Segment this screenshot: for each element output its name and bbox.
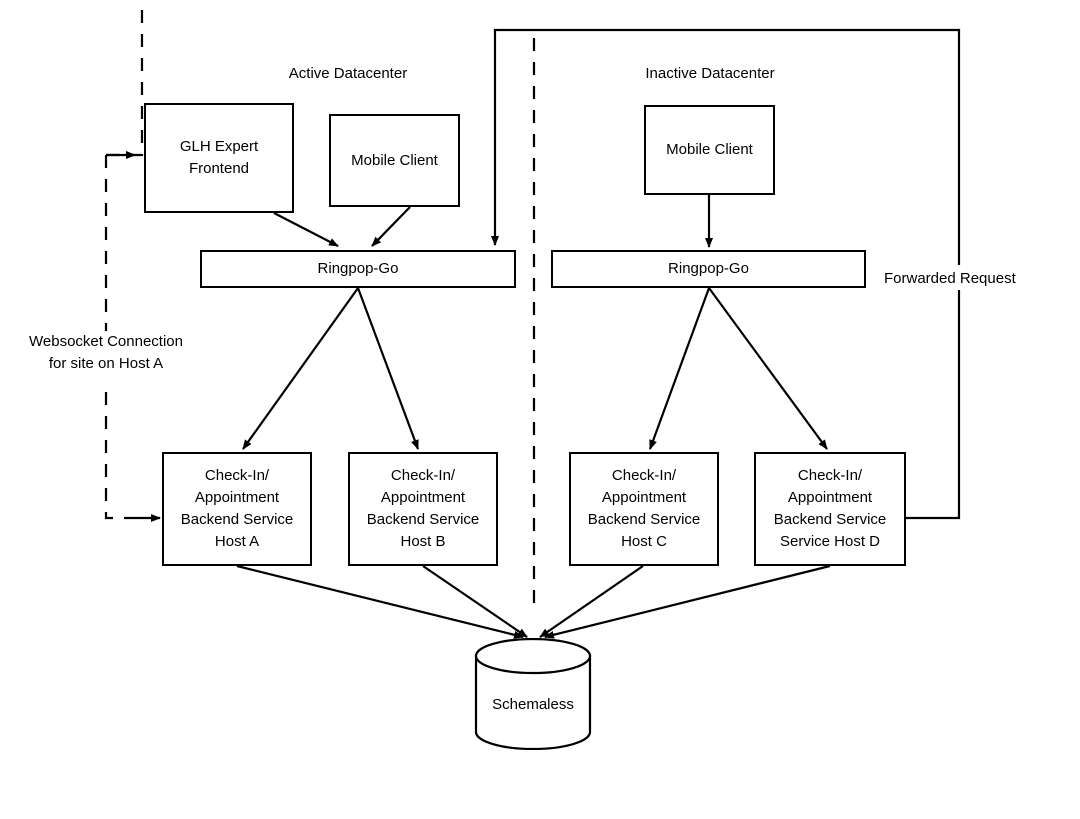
host-d-line1: Check-In/ xyxy=(797,467,863,484)
edge-host-d-to-database xyxy=(544,564,831,639)
glh-expert-frontend-line1: GLH Expert xyxy=(179,138,259,155)
host-c-line4: Host C xyxy=(621,533,667,550)
edge-forwarded-request xyxy=(491,28,961,520)
host-d-line2: Appointment xyxy=(787,489,873,506)
host-d-line3: Backend Service xyxy=(773,511,887,528)
ringpop-go-inactive-label: Ringpop-Go xyxy=(668,260,749,277)
mobile-client-active-label: Mobile Client xyxy=(351,151,438,169)
host-b-line2: Appointment xyxy=(380,489,466,506)
ringpop-go-active-label: Ringpop-Go xyxy=(317,260,399,277)
edge-ringpop-inactive-to-host-d xyxy=(708,287,828,450)
database-cylinder-icon xyxy=(474,637,592,751)
host-c-line2: Appointment xyxy=(601,489,687,506)
node-backend-service-host-d[interactable]: Check-In/ Appointment Backend Service Se… xyxy=(754,452,906,566)
edge-websocket-connection xyxy=(104,0,161,522)
node-ringpop-go-active[interactable]: Ringpop-Go xyxy=(200,250,516,288)
host-b-line1: Check-In/ xyxy=(390,467,456,484)
host-a-line1: Check-In/ xyxy=(204,467,270,484)
host-b-line3: Backend Service xyxy=(366,511,480,528)
edge-host-b-to-database xyxy=(422,565,528,638)
node-backend-service-host-c[interactable]: Check-In/ Appointment Backend Service Ho… xyxy=(569,452,719,566)
edge-glh-to-ringpop xyxy=(273,212,339,247)
node-database-schemaless[interactable]: Schemaless xyxy=(474,637,592,751)
node-glh-expert-frontend[interactable]: GLH Expert Frontend xyxy=(144,103,294,213)
edge-mobile-active-to-ringpop xyxy=(371,206,411,247)
edge-ringpop-active-to-host-a xyxy=(242,287,359,450)
node-backend-service-host-a[interactable]: Check-In/ Appointment Backend Service Ho… xyxy=(162,452,312,566)
inactive-datacenter-title: Inactive Datacenter xyxy=(645,65,775,82)
host-c-line3: Backend Service xyxy=(587,511,701,528)
host-d-line4: Service Host D xyxy=(779,533,881,550)
host-a-line3: Backend Service xyxy=(180,511,294,528)
websocket-connection-label-line1: Websocket Connection xyxy=(8,331,204,352)
node-backend-service-host-b[interactable]: Check-In/ Appointment Backend Service Ho… xyxy=(348,452,498,566)
node-mobile-client-active[interactable]: Mobile Client xyxy=(329,114,460,207)
host-a-line4: Host A xyxy=(214,533,260,550)
forwarded-request-label: Forwarded Request xyxy=(884,268,1044,289)
host-b-line4: Host B xyxy=(400,533,446,550)
edge-host-a-to-database xyxy=(236,564,524,639)
websocket-connection-label-line2: for site on Host A xyxy=(8,353,204,374)
edge-ringpop-active-to-host-b xyxy=(356,287,420,450)
mobile-client-inactive-label: Mobile Client xyxy=(666,141,753,158)
glh-expert-frontend-line2: Frontend xyxy=(188,160,250,177)
edge-host-c-to-database xyxy=(539,565,644,638)
active-datacenter-title: Active Datacenter xyxy=(288,65,408,82)
node-mobile-client-inactive[interactable]: Mobile Client xyxy=(644,105,775,195)
host-c-line1: Check-In/ xyxy=(611,467,677,484)
edge-ringpop-inactive-to-host-c xyxy=(648,287,711,450)
host-a-line2: Appointment xyxy=(194,489,280,506)
database-schemaless-label: Schemaless xyxy=(492,696,574,713)
node-ringpop-go-inactive[interactable]: Ringpop-Go xyxy=(551,250,866,288)
